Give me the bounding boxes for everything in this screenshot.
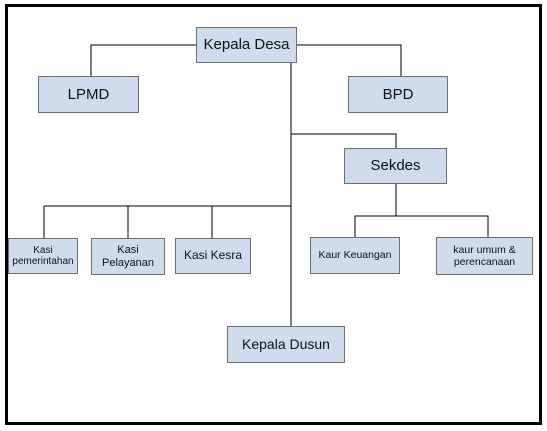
kasi-pemerintahan-node: Kasi pemerintahan xyxy=(8,238,78,274)
kaur-umum-node: kaur umum & perencanaan xyxy=(436,237,533,275)
kaur-keuangan-node: Kaur Keuangan xyxy=(310,237,400,274)
lpmd-node: LPMD xyxy=(38,76,139,113)
kasi-pelayanan-label: Kasi Pelayanan xyxy=(102,243,154,269)
kasi-pelayanan-node: Kasi Pelayanan xyxy=(91,238,165,275)
bpd-label: BPD xyxy=(382,85,414,103)
kaur-keuangan-label: Kaur Keuangan xyxy=(318,249,392,262)
kasi-kesra-label: Kasi Kesra xyxy=(183,248,243,263)
connector-kasi xyxy=(43,205,291,238)
lpmd-label: LPMD xyxy=(67,85,110,103)
sekdes-node: Sekdes xyxy=(344,148,447,184)
kasi-pemerintahan-label: Kasi pemerintahan xyxy=(12,244,74,268)
connector-top xyxy=(90,44,402,76)
kasi-kesra-node: Kasi Kesra xyxy=(175,238,251,274)
kepala-desa-label: Kepala Desa xyxy=(203,36,290,54)
kaur-umum-label: kaur umum & perencanaan xyxy=(453,243,516,268)
kepala-dusun-node: Kepala Dusun xyxy=(227,326,345,363)
sekdes-label: Sekdes xyxy=(370,157,421,175)
kepala-desa-node: Kepala Desa xyxy=(196,27,297,63)
bpd-node: BPD xyxy=(348,76,448,113)
connector-sekdes xyxy=(291,133,397,148)
kepala-dusun-label: Kepala Dusun xyxy=(242,336,330,353)
connector-kaur xyxy=(354,184,489,237)
